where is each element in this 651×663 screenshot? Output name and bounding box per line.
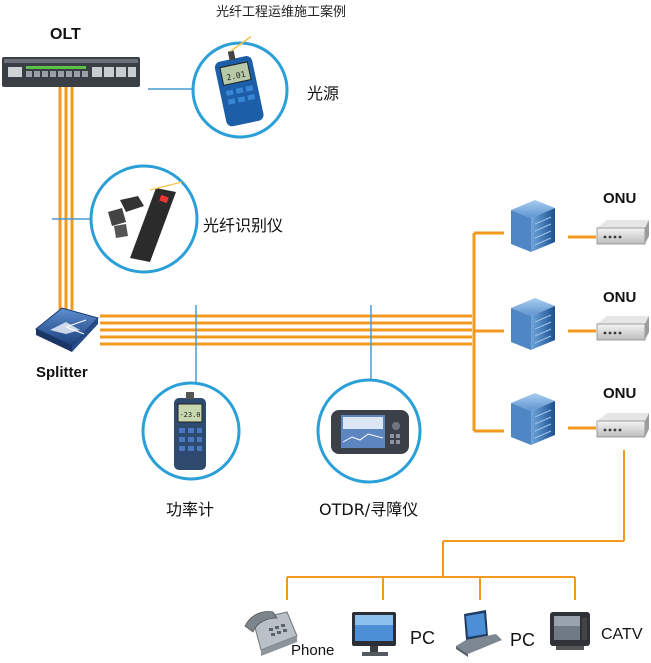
light-source-icon: 2.01 — [214, 35, 264, 127]
power-meter-icon: -23.0 — [174, 392, 206, 470]
switch-icon — [511, 298, 555, 350]
fiber-lines — [58, 84, 596, 433]
switch-icon — [511, 393, 555, 445]
onu-icon — [596, 220, 649, 245]
olt-device-icon — [2, 57, 140, 87]
onu-icon — [596, 316, 649, 341]
olt-label: OLT — [50, 26, 81, 43]
onu-icon — [596, 413, 649, 438]
splitter-label: Splitter — [36, 364, 88, 381]
onu-label: ONU — [603, 289, 637, 306]
otdr-label: OTDR/寻障仪 — [319, 500, 419, 519]
onu-label: ONU — [603, 190, 637, 207]
tv-icon — [550, 612, 590, 650]
home-distribution-lines — [286, 450, 625, 600]
onu-label: ONU — [603, 385, 637, 402]
fiber-identifier-icon — [108, 181, 183, 262]
fiber-identifier-label: 光纤识别仪 — [203, 216, 284, 235]
light-source-circle: 2.01 — [191, 35, 289, 139]
catv-label: CATV — [601, 626, 643, 643]
power-meter-label: 功率计 — [166, 500, 215, 519]
pc-label: PC — [410, 628, 436, 648]
fiber-identifier-circle — [89, 164, 199, 274]
svg-text:-23.0: -23.0 — [179, 411, 200, 419]
phone-icon — [244, 611, 298, 656]
pc-icon — [352, 612, 396, 656]
diagram-title: 光纤工程运维施工案例 — [216, 5, 347, 20]
pc-label: PC — [510, 630, 536, 650]
phone-label: Phone — [291, 642, 335, 659]
power-meter-circle: -23.0 — [141, 381, 241, 481]
svg-text:2.01: 2.01 — [226, 70, 247, 83]
otdr-circle — [316, 378, 422, 484]
splitter-icon — [35, 307, 99, 352]
switch-icon — [511, 200, 555, 252]
otdr-icon — [331, 410, 409, 454]
light-source-label: 光源 — [307, 84, 340, 103]
tap-lines — [52, 88, 372, 383]
laptop-icon — [456, 610, 502, 657]
